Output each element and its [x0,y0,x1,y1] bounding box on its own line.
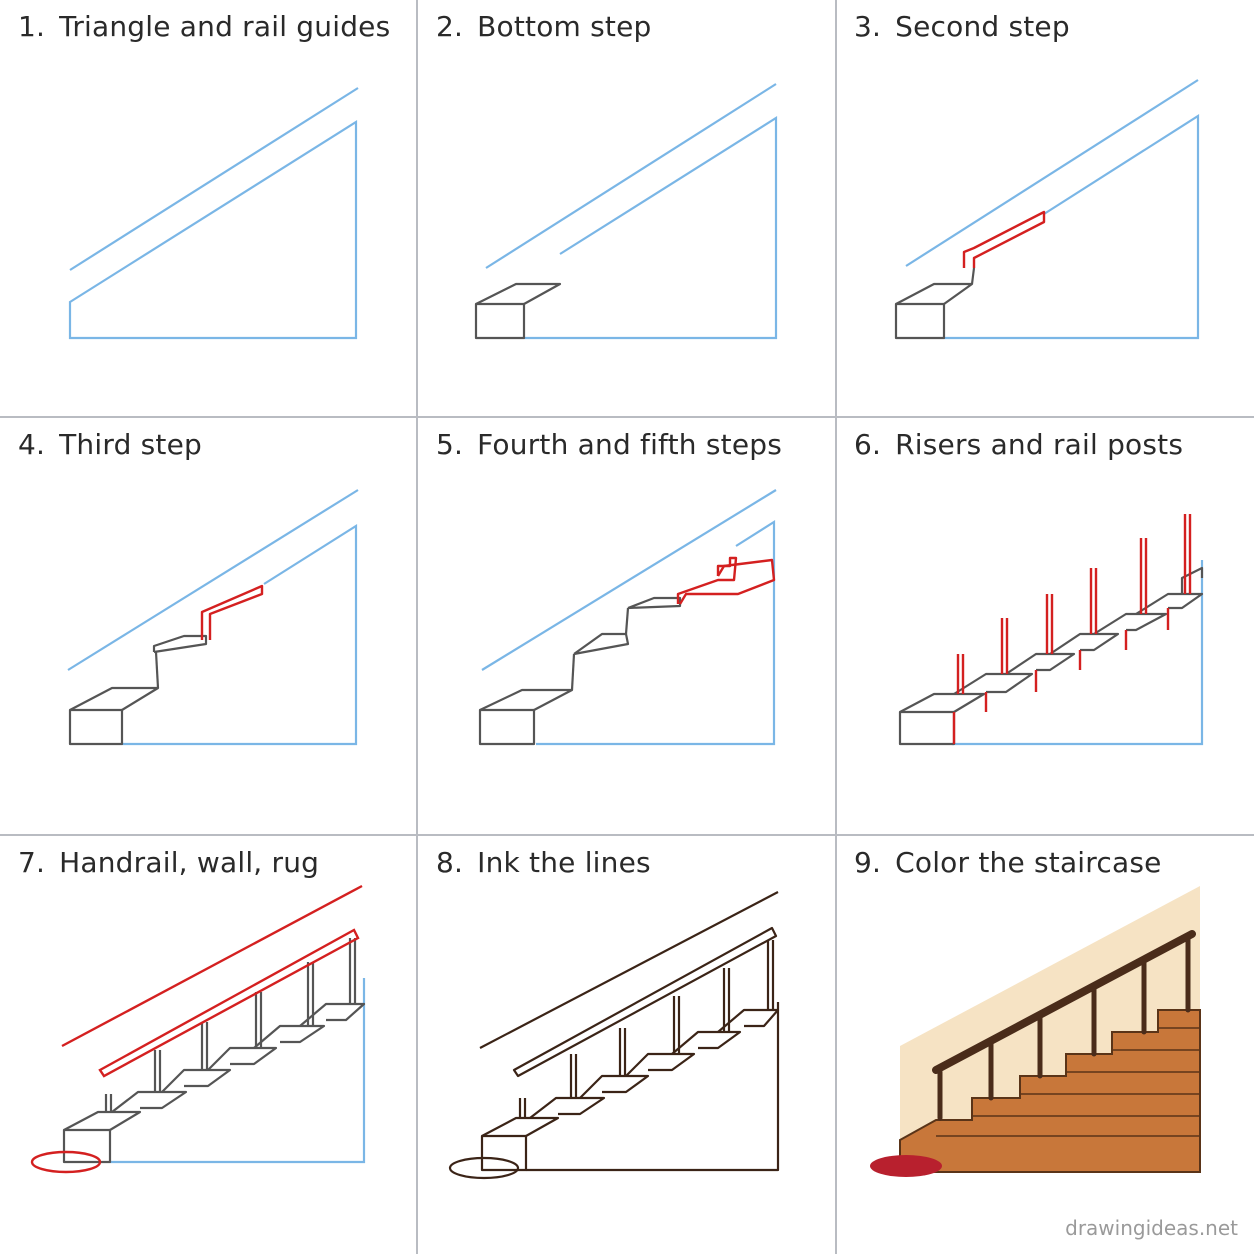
grid-divider [416,0,418,1254]
watermark: drawingideas.net [1065,1216,1238,1240]
step-9-drawing [870,886,1201,1177]
step-panel-8: 8.Ink the lines [418,836,836,1254]
grid-divider [835,0,837,1254]
step-5-drawing [478,489,777,746]
step-6-title: 6.Risers and rail posts [854,428,1184,461]
step-5-title: 5.Fourth and fifth steps [436,428,783,461]
step-3-drawing [894,79,1200,340]
step-panel-3: 3.Second step [836,0,1254,418]
step-7-drawing [30,884,366,1174]
step-panel-7: 7.Handrail, wall, rug [0,836,418,1254]
step-3-title: 3.Second step [854,10,1070,43]
step-6-drawing [898,514,1204,746]
grid-divider [0,834,1254,836]
step-4-drawing [67,489,359,746]
step-2-drawing [474,83,778,340]
step-panel-5: 5.Fourth and fifth steps [418,418,836,836]
step-1-title: 1.Triangle and rail guides [18,10,391,43]
step-panel-6: 6.Risers and rail posts [836,418,1254,836]
step-8-title: 8.Ink the lines [436,846,651,879]
step-9-title: 9.Color the staircase [854,846,1162,879]
step-panel-9: 9.Color the staircase [836,836,1254,1254]
step-8-drawing [448,891,780,1180]
step-1-drawing [68,87,359,340]
rug-shape [870,1155,942,1177]
step-2-title: 2.Bottom step [436,10,652,43]
step-panel-2: 2.Bottom step [418,0,836,418]
step-panel-4: 4.Third step [0,418,418,836]
step-7-title: 7.Handrail, wall, rug [18,846,320,879]
grid-divider [0,416,1254,418]
step-panel-1: 1.Triangle and rail guides [0,0,418,418]
step-4-title: 4.Third step [18,428,203,461]
